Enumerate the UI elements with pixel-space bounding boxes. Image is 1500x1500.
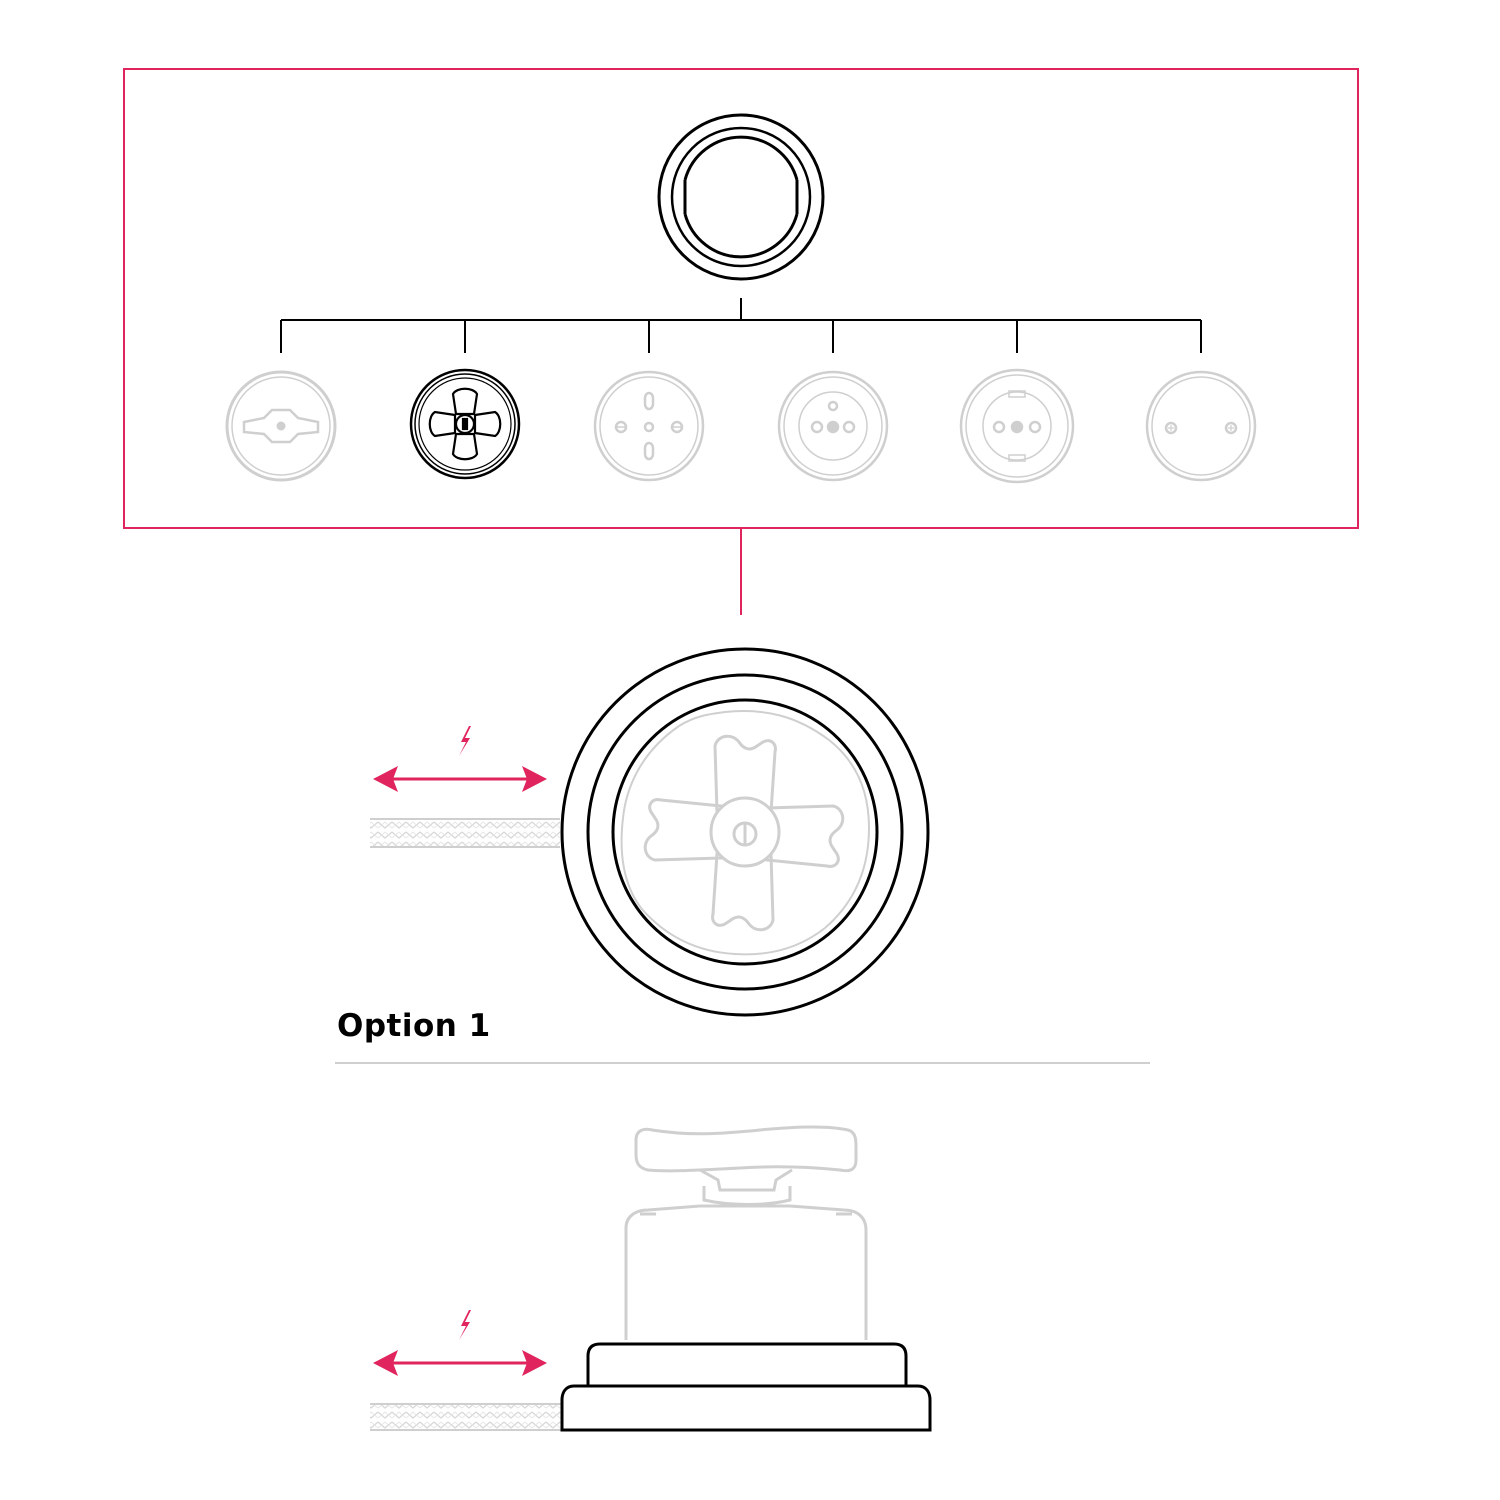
option-label: Option 1 (337, 1008, 491, 1044)
variant-tree-connector (280, 298, 1202, 353)
frame-ring-icon (657, 113, 825, 281)
cable-front-view (370, 818, 560, 848)
cable-side-view (370, 1403, 562, 1431)
variant-blank-cover-icon[interactable] (1145, 370, 1257, 482)
base-frame-front-icon (560, 647, 930, 1017)
variant-toggle-switch-icon[interactable] (225, 370, 337, 482)
electricity-bolt-side-icon (459, 1310, 471, 1340)
variant-socket-pins-icon[interactable] (777, 370, 889, 482)
cable-entry-arrow-icon (373, 766, 547, 792)
rotary-knob-front-icon (620, 710, 871, 956)
base-frame-side-icon (560, 1342, 932, 1432)
cable-entry-side-arrow-icon (373, 1350, 547, 1376)
variant-socket-slots-icon[interactable] (593, 370, 705, 482)
variant-socket-schuko-icon[interactable] (959, 368, 1075, 484)
variant-rotary-knob-icon[interactable] (409, 368, 521, 480)
rotary-knob-side-icon (624, 1125, 868, 1340)
electricity-bolt-icon (459, 726, 471, 756)
